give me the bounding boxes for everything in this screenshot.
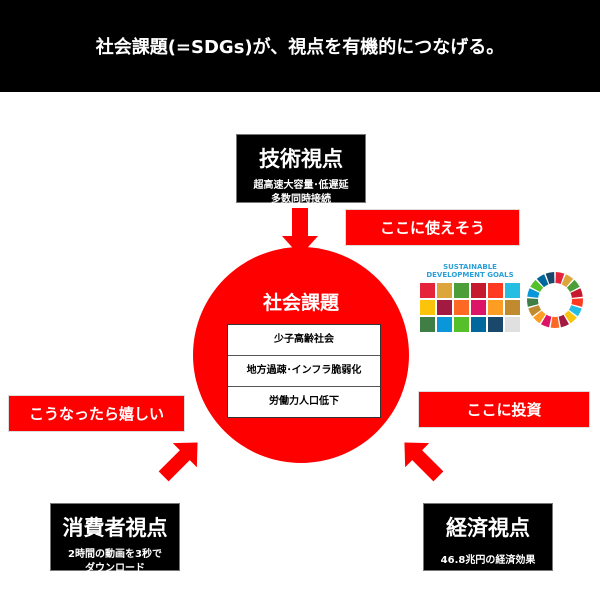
sdg-wheel-segment: [527, 298, 539, 307]
sdg-goal-tile: [454, 283, 469, 298]
economy-viewpoint-box: 経済視点 46.8兆円の経済効果: [423, 503, 553, 571]
sdg-wheel-segment: [550, 316, 560, 328]
economy-title: 経済視点: [446, 516, 530, 540]
arrow-down-icon: [282, 208, 318, 256]
sdg-wheel-segment: [568, 305, 582, 317]
sdg-goal-tile: [505, 317, 520, 332]
sdg-wheel-segment: [536, 274, 549, 288]
issue-item: 労働力人口低下: [269, 396, 339, 407]
center-title: 社会課題: [262, 292, 339, 314]
consumer-title: 消費者視点: [62, 516, 168, 540]
sdg-goal-tile: [505, 283, 520, 298]
consumer-sub1: 2時間の動画を3秒で: [68, 549, 162, 560]
sdg-goal-tile: [437, 300, 452, 315]
tech-sub2: 多数同時接続: [271, 194, 331, 205]
sdg-wheel-segment: [558, 314, 570, 328]
sdg-goal-tile: [420, 317, 435, 332]
sdg-goal-tile: [454, 317, 469, 332]
sdg-wheel-segment: [564, 310, 577, 324]
label-invest: ここに投資: [418, 391, 590, 428]
label-happy: こうなったら嬉しい: [8, 395, 185, 432]
sdg-wheel-segment: [540, 314, 552, 328]
header: 社会課題(=SDGs)が、視点を有機的につなげる。: [0, 0, 600, 92]
sdgs-logo-text: SUSTAINABLE DEVELOPMENT GOALS: [426, 263, 514, 279]
sdg-wheel-segment: [571, 298, 583, 307]
issue-item: 少子高齢社会: [228, 325, 380, 356]
sdg-goal-tile: [471, 317, 486, 332]
sdg-wheel-segment: [555, 272, 565, 284]
sdg-wheel-segment: [533, 310, 546, 324]
issue-item: 地方過疎･インフラ脆弱化: [228, 356, 380, 387]
sdg-wheel-segment: [566, 279, 580, 292]
tech-title: 技術視点: [259, 147, 343, 171]
arrow-up-left-icon: [404, 442, 444, 482]
sdg-goal-tile: [471, 283, 486, 298]
consumer-viewpoint-box: 消費者視点 2時間の動画を3秒でダウンロード: [50, 503, 180, 574]
tech-viewpoint-box: 技術視点 超高速大容量･低遅延多数同時接続: [236, 134, 366, 205]
sdg-wheel-segment: [561, 274, 574, 288]
sdg-goal-tile: [471, 300, 486, 315]
arrow-up-right-icon: [158, 442, 198, 482]
sdg-goal-tile: [505, 300, 520, 315]
sdgs-goal-grid: [420, 283, 522, 332]
header-title: 社会課題(=SDGs)が、視点を有機的につなげる。: [95, 37, 505, 58]
sdg-goal-tile: [420, 300, 435, 315]
consumer-sub2: ダウンロード: [85, 563, 145, 574]
sdg-wheel-segment: [570, 288, 583, 298]
sdg-goal-tile: [488, 317, 503, 332]
sdg-wheel-segment: [530, 279, 544, 292]
sdg-goal-tile: [437, 317, 452, 332]
sdg-wheel-segment: [545, 272, 555, 284]
economy-sub1: 46.8兆円の経済効果: [440, 555, 536, 566]
sdg-wheel-segment: [528, 305, 542, 317]
sdg-goal-tile: [420, 283, 435, 298]
sdg-goal-tile: [488, 300, 503, 315]
label-use-here: ここに使えそう: [345, 209, 520, 246]
sdg-goal-tile: [437, 283, 452, 298]
issue-list: 少子高齢社会 地方過疎･インフラ脆弱化 労働力人口低下: [227, 324, 381, 418]
tech-sub1: 超高速大容量･低遅延: [253, 180, 349, 191]
sdg-goal-tile: [454, 300, 469, 315]
sdg-wheel-segment: [527, 288, 540, 298]
sdgs-wheel-icon: [527, 272, 583, 328]
sdg-goal-tile: [488, 283, 503, 298]
